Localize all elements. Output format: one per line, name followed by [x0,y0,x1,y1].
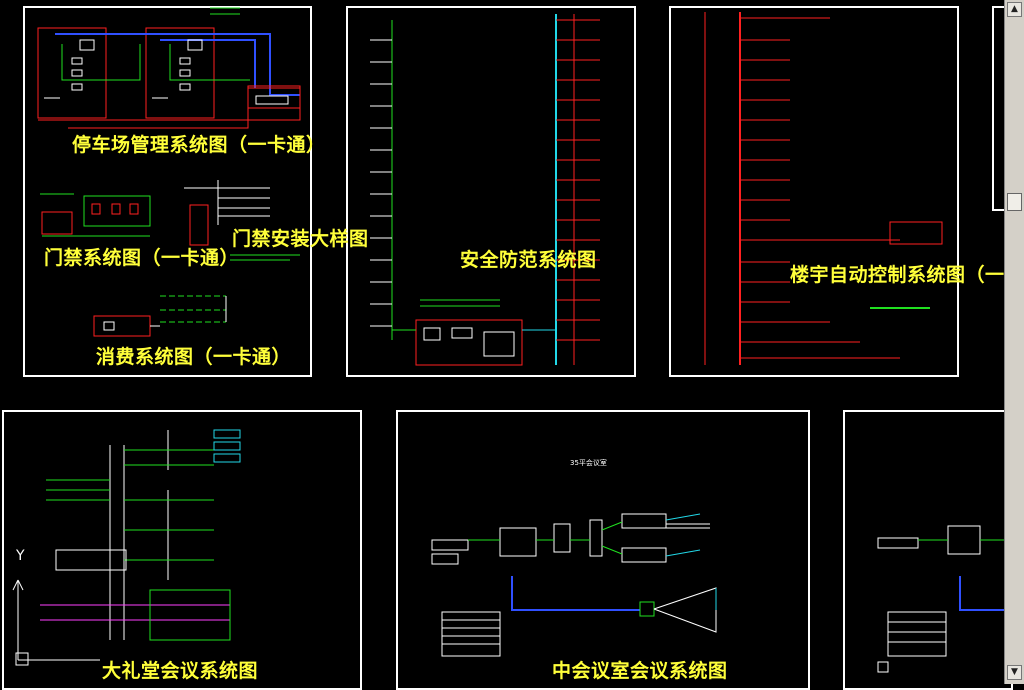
y-axis-label: Y [16,548,25,564]
scroll-thumb[interactable] [1007,193,1022,211]
consumption-schematic [93,295,227,337]
door-access-schematic [40,180,300,261]
partial-right-schematic [877,525,1004,673]
frame-parking-system [23,6,312,377]
security-schematic [370,14,600,366]
schematic-drawings [12,7,1004,673]
building-automation-schematic [704,12,943,365]
title-auditorium-meeting: 大礼堂会议系统图 [102,660,259,682]
scroll-down-icon[interactable]: ▼ [1007,665,1022,680]
mid-meeting-caption: 35平会议室 [570,459,607,467]
title-consumption-system: 消费系统图（一卡通） [96,346,292,368]
title-security-system: 安全防范系统图 [460,249,597,271]
frame-building-automation [669,6,959,377]
vertical-scrollbar[interactable]: ▲ ▼ [1004,0,1024,684]
parking-schematic [37,7,301,129]
title-door-install-detail: 门禁安装大样图 [232,228,369,250]
frame-security-system [346,6,636,377]
title-building-automation: 楼宇自动控制系统图（一 [790,264,1005,286]
title-parking-system: 停车场管理系统图（一卡通） [72,134,326,156]
mid-meeting-schematic [431,513,717,657]
scroll-up-icon[interactable]: ▲ [1007,2,1022,17]
title-door-access-system: 门禁系统图（一卡通） [44,247,240,269]
auditorium-schematic [12,429,241,666]
title-mid-meeting-room: 中会议室会议系统图 [552,660,728,682]
